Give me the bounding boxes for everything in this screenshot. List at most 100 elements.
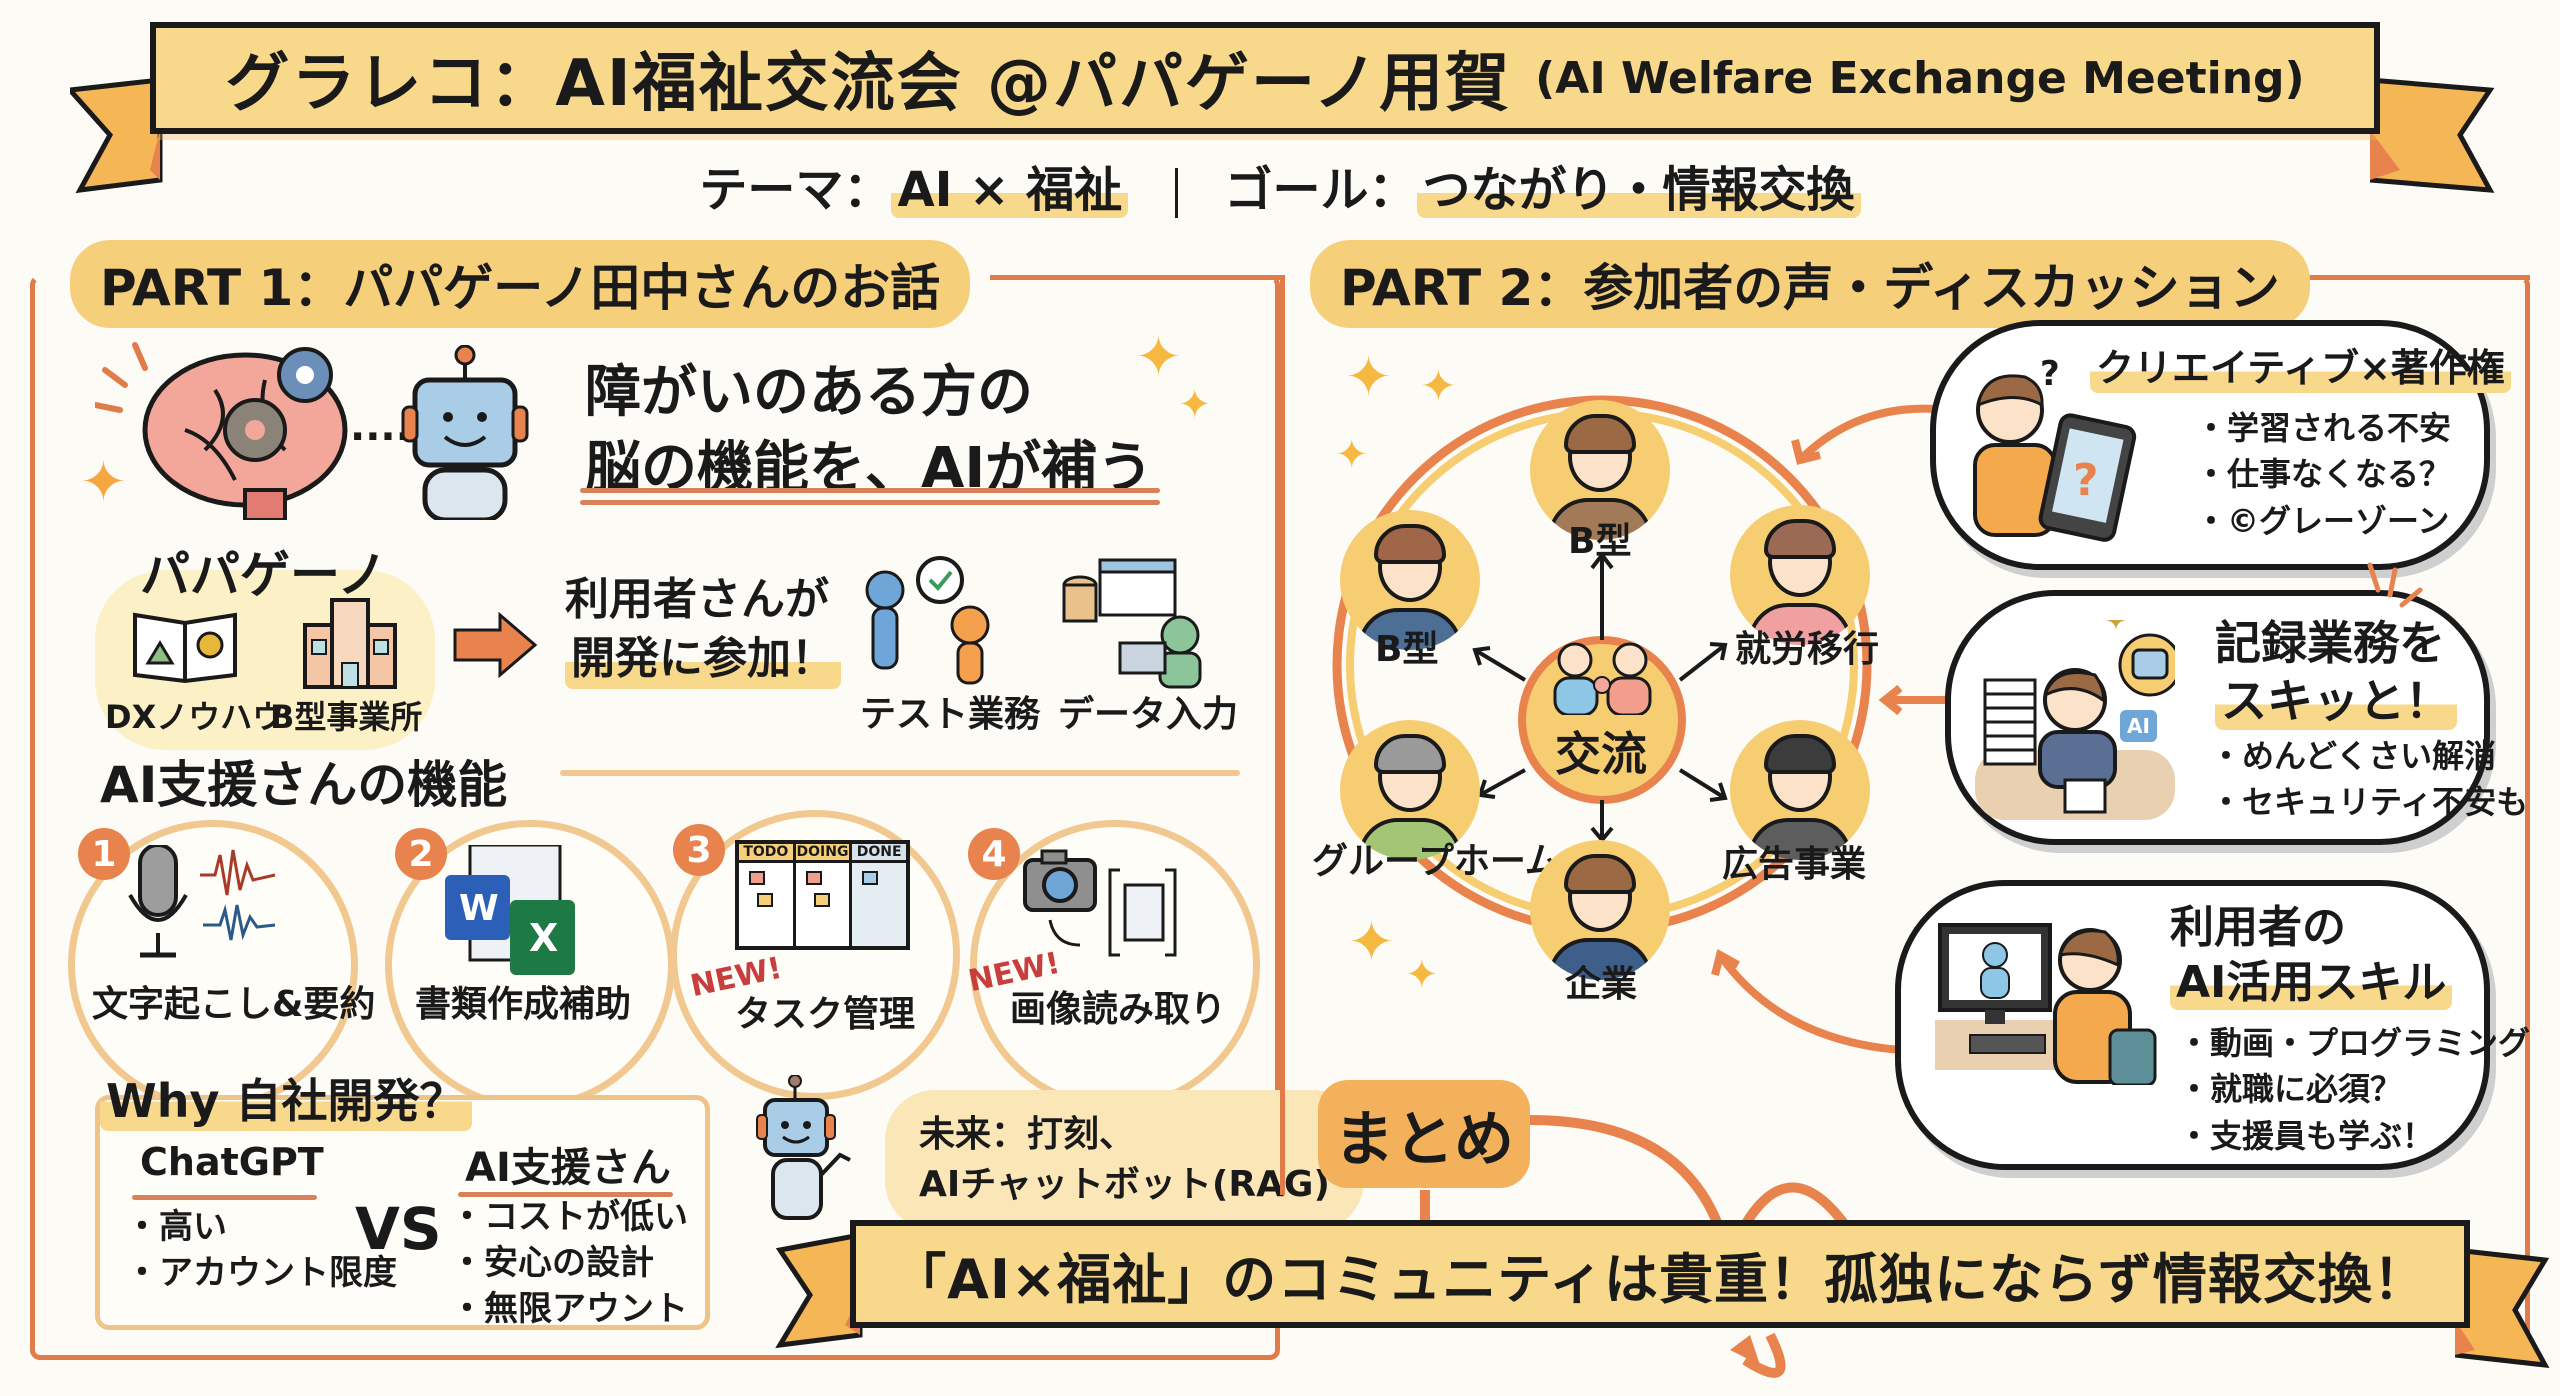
book-icon [133,612,237,684]
svg-text:W: W [459,888,499,929]
bullet-item: ・支援員も学ぶ！ [2178,1116,2435,1155]
node-label: 企業 [1565,964,1638,1005]
node-label: グループホーム [1312,841,1561,882]
bullet-item: ・高い [125,1207,227,1247]
sparkle-icon: ✦ [1135,325,1182,390]
sparkle-icon: ✦ [1405,952,1439,998]
participant-node [1530,400,1670,540]
svg-text:?: ? [2040,355,2060,394]
participation-line1: 利用者さんが [565,574,829,625]
headline-underline [580,488,1160,493]
part2-panel [1280,275,2530,1360]
voice-title-line1: 記録業務を [2215,616,2445,670]
feature-label: 文字起こし&要約 [92,984,376,1025]
voice-title: 利用者の AI活用スキル [2170,900,2453,1010]
robot-icon [401,345,529,520]
sparkle-icon: ✦ [1335,432,1369,478]
data-entry-icon [1062,558,1202,689]
part1-title: PART 1：パパゲーノ田中さんのお話 [70,240,971,328]
features-heading: AI支援さんの機能 [100,756,508,814]
robot-waving-icon [756,1075,851,1220]
node-label: 就労移行 [1735,629,1880,670]
emphasis-lines-icon [2367,562,2423,608]
bullet-item: ・©グレーゾーン [2195,501,2450,540]
sparkle-icon: ✦ [1345,345,1392,410]
kanban-board-icon: TODO DOING DONE [735,840,910,950]
papageno-item: B型事業所 [270,698,423,736]
camera-scan-icon [1023,849,1177,957]
summary-banner: 「AI×福祉」のコミュニティは貴重！孤独にならず情報交換！ [850,1220,2470,1328]
arrow-right-icon [453,611,538,679]
theme-value: AI × 福祉 [891,162,1129,218]
headline-underline [580,500,1160,505]
feature-label: タスク管理 [735,994,916,1035]
ai-shien-bullets: ・コストが低い ・安心の設計 ・無限アウント [450,1195,688,1333]
ai-shien-underline [458,1192,673,1197]
word-excel-icon: W X [445,845,575,975]
building-icon [303,598,397,689]
voice-title: クリエイティブ×著作権 [2090,345,2511,393]
participant-node [1730,720,1870,860]
title-banner: グラレコ：AI福祉交流会 @パパゲーノ用賀 (AI Welfare Exchan… [150,22,2380,134]
bullet-item: ・セキュリティ不安も [2210,783,2529,822]
person-tablet-icon: ? ? [1973,355,2137,542]
kanban-column-header: DONE [852,844,907,863]
handshake-people-icon [1553,642,1652,715]
why-comparison-box [95,1095,710,1330]
feature-label: 画像読み取り [1010,989,1227,1030]
page-title: グラレコ：AI福祉交流会 @パパゲーノ用賀 [225,47,1512,121]
brain-icon: .... [95,342,411,520]
node-label: 広告事業 [1722,844,1867,885]
papageno-item: DXノウハウ [105,698,285,736]
part1-top-border [990,275,1280,280]
bullet-item: ・学習される不安 [2195,409,2452,447]
feature-card-4 [970,820,1260,1110]
goal-value: つながり・情報交換 [1416,162,1861,218]
ribbon-tail-right-icon [2367,77,2495,193]
feature-label: 書類作成補助 [415,984,632,1025]
task-label: データ入力 [1058,694,1239,735]
part2-title: PART 2：参加者の声・ディスカッション [1310,240,2310,328]
kanban-column-header: DOING [795,844,850,863]
papageno-title: パパゲーノ [140,546,387,604]
feature-number: 2 [395,828,447,880]
voice-title-line2: スキッと！ [2215,672,2457,730]
voice-bullets: ・動画・プログラミング ・就職に必須？ ・支援員も学ぶ！ [2178,1020,2530,1159]
kanban-column: TODO [739,844,796,946]
participation-text: 利用者さんが 開発に参加！ [565,570,841,689]
kanban-column: DONE [852,844,907,946]
bullet-item: ・動画・プログラミング [2178,1024,2531,1062]
feature-number: 4 [968,828,1020,880]
future-line1: 未来：打刻、 [919,1114,1136,1155]
bullet-item: ・めんどくさい解消 [2210,737,2497,775]
sparkle-icon: ✦ [80,450,127,515]
summary-message: 「AI×福祉」のコミュニティは貴重！孤独にならず情報交換！ [892,1247,2428,1311]
node-label: B型 [1568,521,1632,562]
test-people-icon [865,556,990,685]
future-line2: AIチャットボット(RAG) [919,1164,1330,1206]
chatgpt-underline [132,1195,317,1200]
ai-shien-title: AI支援さん [465,1145,671,1191]
theme-label: テーマ： [699,162,892,218]
chatgpt-title: ChatGPT [140,1140,324,1184]
sparkle-icon: ✦ [1420,361,1457,412]
bullet-item: ・安心の設計 [450,1242,654,1283]
bullet-item: ・アカウント限度 [125,1252,397,1293]
part1-panel [30,275,1280,1360]
headline-line1: 障がいのある方の [585,360,1033,425]
feature-number: 1 [78,828,130,880]
voice-bullets: ・学習される不安 ・仕事なくなる？ ・©グレーゾーン [2195,405,2451,544]
ai-badge: AI [2120,710,2157,742]
kanban-column: DOING [795,844,853,946]
voice-title-line1: 利用者の [2170,902,2346,953]
svg-text:?: ? [2073,455,2099,506]
part2-top-border [2290,275,2530,280]
summary-label: まとめ [1318,1080,1530,1188]
participant-node [1340,510,1480,650]
kanban-column-header: TODO [739,844,793,863]
voice-title: 記録業務を スキッと！ [2215,615,2457,730]
headline-line2: 脳の機能を、AIが補う [585,435,1154,501]
vs-label: VS [355,1195,442,1263]
sparkle-icon: ✦ [1348,910,1395,975]
center-label: 交流 [1555,727,1647,781]
